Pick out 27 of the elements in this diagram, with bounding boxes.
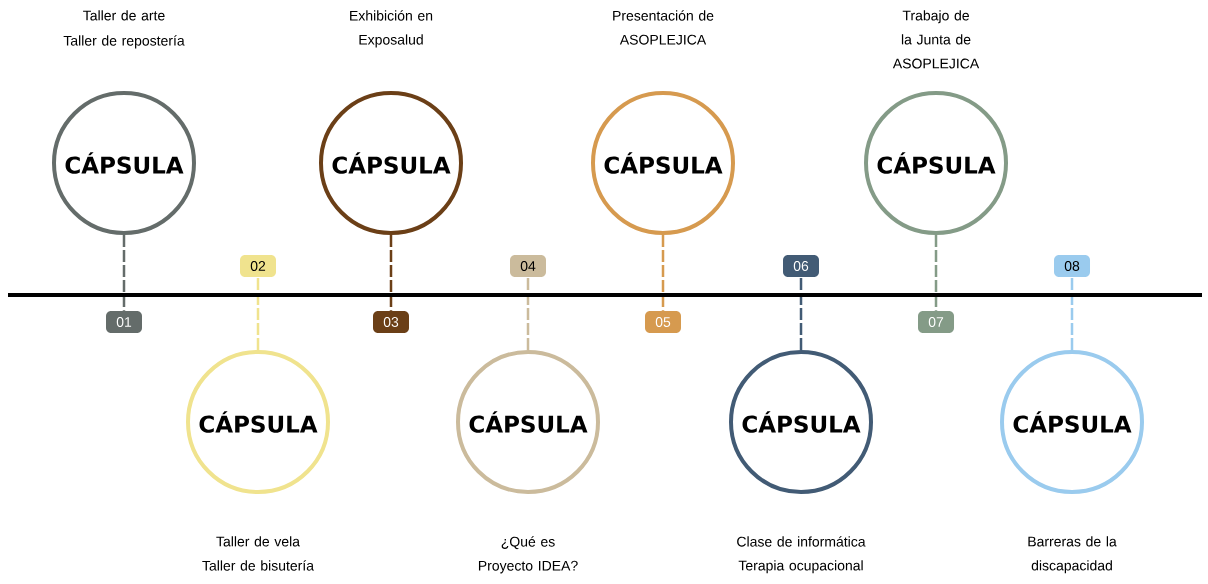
connector-line — [799, 277, 803, 350]
caption-text: Taller de vela — [216, 536, 300, 547]
caption-text: Exhibición en Exposalud — [350, 10, 433, 48]
number-badge: 03 — [373, 311, 409, 333]
caption-text: Taller de arte — [83, 10, 165, 21]
caption-text: Taller de bisutería — [202, 560, 314, 571]
caption-text: Taller de repostería — [63, 35, 185, 49]
connector-line — [661, 235, 665, 311]
connector-line — [526, 277, 530, 350]
number-badge: 05 — [645, 311, 681, 333]
caption-text: Clase de informática — [737, 536, 866, 547]
caption-text: Trabajo de la Junta de ASOPLEJICA — [892, 10, 980, 69]
number-badge: 01 — [106, 311, 142, 333]
caption-text: Terapia ocupacional — [738, 560, 863, 574]
connector-line — [389, 235, 393, 311]
number-badge: 08 — [1054, 255, 1090, 277]
number-badge: 02 — [240, 255, 276, 277]
connector-line — [934, 235, 938, 311]
connector-line — [1070, 277, 1074, 350]
number-badge: 07 — [918, 311, 954, 333]
number-badge: 04 — [510, 255, 546, 277]
connector-line — [122, 235, 126, 311]
connector-line — [256, 277, 260, 350]
caption-text: Presentación de ASOPLEJICA — [613, 10, 714, 45]
number-badge: 06 — [783, 255, 819, 277]
caption-text: ¿Qué es Proyecto IDEA? — [478, 536, 578, 574]
caption-text: Barreras de la discapacidad — [1028, 536, 1117, 574]
